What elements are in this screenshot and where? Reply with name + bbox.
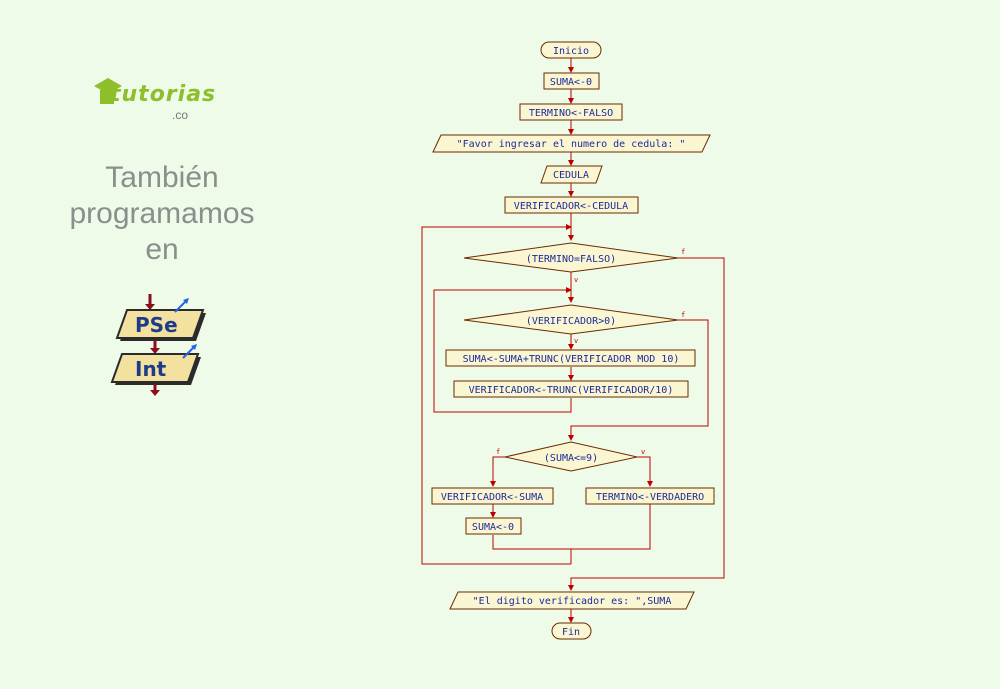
process-suma-init: SUMA<-0 xyxy=(543,72,600,90)
verificador-divide-label: VERIFICADOR<-TRUNC(VERIFICADOR/10) xyxy=(469,385,674,396)
decision-inner-loop: (VERIFICADOR>0) xyxy=(463,304,679,335)
output-result: "El digito verificador es: ",SUMA xyxy=(449,591,695,610)
logo-tld-text: .co xyxy=(172,108,189,122)
process-termino-true: TERMINO<-VERDADERO xyxy=(585,487,715,505)
suma-init-label: SUMA<-0 xyxy=(550,77,592,88)
suma-check-condition: (SUMA<=9) xyxy=(544,453,598,464)
termino-true-label: TERMINO<-VERDADERO xyxy=(596,492,704,503)
suma-accumulate-label: SUMA<-SUMA+TRUNC(VERIFICADOR MOD 10) xyxy=(463,354,680,365)
inner-true-label: v xyxy=(574,337,578,345)
termino-init-label: TERMINO<-FALSO xyxy=(529,108,613,119)
process-suma-reset: SUMA<-0 xyxy=(465,517,522,535)
outer-loop-condition: (TERMINO=FALSO) xyxy=(526,254,616,265)
end-label: Fin xyxy=(562,627,580,638)
suma-reset-label: SUMA<-0 xyxy=(472,522,514,533)
pseint-logo: PSe Int xyxy=(110,294,206,396)
blue-arrow-icon xyxy=(182,344,197,359)
blue-arrow-icon xyxy=(174,298,189,313)
outer-true-label: v xyxy=(574,276,578,284)
start-terminal: Inicio xyxy=(540,41,602,59)
if-false-label: f xyxy=(496,448,500,456)
tutorias-logo: tutorias .co xyxy=(92,70,215,130)
output-prompt-label: "Favor ingresar el numero de cedula: " xyxy=(457,139,686,150)
down-arrow-icon xyxy=(145,294,155,310)
inner-loop-condition: (VERIFICADOR>0) xyxy=(526,316,616,327)
logo-brand-text: tutorias xyxy=(110,82,217,107)
decision-outer-loop: (TERMINO=FALSO) xyxy=(463,242,679,273)
end-terminal: Fin xyxy=(551,622,592,640)
pseint-top-label: PSe xyxy=(135,313,178,337)
mortarboard-icon xyxy=(94,78,122,104)
process-verificador-suma: VERIFICADOR<-SUMA xyxy=(431,487,554,505)
process-termino-init: TERMINO<-FALSO xyxy=(519,103,623,121)
if-true-label: v xyxy=(641,448,645,456)
tagline-line-3: en xyxy=(145,233,179,266)
decision-suma-check: (SUMA<=9) xyxy=(504,441,638,472)
outer-false-label: f xyxy=(681,248,685,256)
input-cedula-label: CEDULA xyxy=(553,170,589,181)
tagline: También programamos en xyxy=(62,160,262,268)
verificador-init-label: VERIFICADOR<-CEDULA xyxy=(514,201,628,212)
down-arrow-icon xyxy=(150,384,160,396)
flow-connectors xyxy=(421,58,725,623)
tagline-line-2: programamos xyxy=(69,197,255,230)
output-result-label: "El digito verificador es: ",SUMA xyxy=(473,596,672,607)
tagline-line-1: También xyxy=(105,161,219,194)
process-verificador-init: VERIFICADOR<-CEDULA xyxy=(504,196,639,214)
process-suma-accumulate: SUMA<-SUMA+TRUNC(VERIFICADOR MOD 10) xyxy=(445,349,696,367)
process-verificador-divide: VERIFICADOR<-TRUNC(VERIFICADOR/10) xyxy=(453,380,689,398)
start-label: Inicio xyxy=(553,46,589,57)
inner-false-label: f xyxy=(681,311,685,319)
pseint-bottom-label: Int xyxy=(135,357,167,381)
down-arrow-icon xyxy=(150,340,160,354)
output-prompt: "Favor ingresar el numero de cedula: " xyxy=(432,134,711,153)
verificador-suma-label: VERIFICADOR<-SUMA xyxy=(441,492,543,503)
input-cedula: CEDULA xyxy=(540,165,603,184)
